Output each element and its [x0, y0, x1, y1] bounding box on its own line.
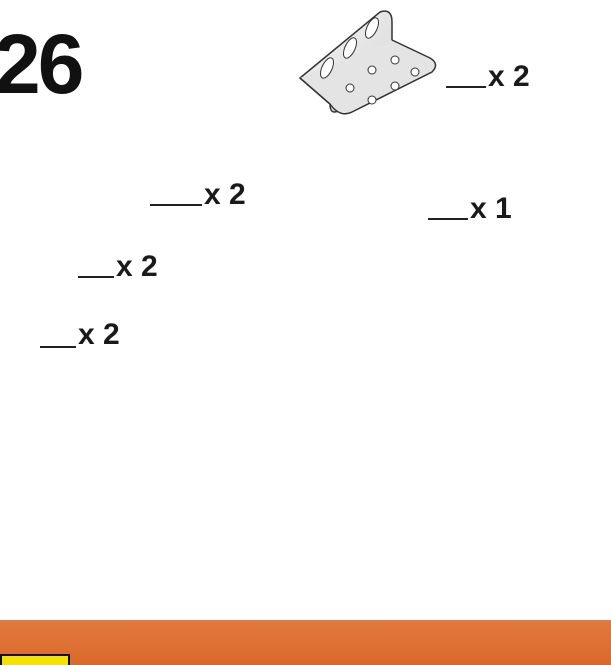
leader-line: [40, 346, 76, 348]
quantity-angle-bracket: x 2: [488, 62, 530, 92]
angle-bracket-part: [300, 11, 436, 114]
page-tab: [0, 654, 70, 665]
page-footer-band: [0, 620, 611, 665]
quantity-double-bracket: x 2: [116, 252, 158, 282]
quantity-washer: x 2: [78, 320, 120, 350]
leader-line: [150, 204, 202, 206]
leader-line: [78, 276, 114, 278]
leader-line: [446, 86, 486, 88]
quantity-red-flat-plate: x 2: [204, 180, 246, 210]
quantity-square-plate: x 1: [470, 194, 512, 224]
leader-line: [428, 218, 468, 220]
